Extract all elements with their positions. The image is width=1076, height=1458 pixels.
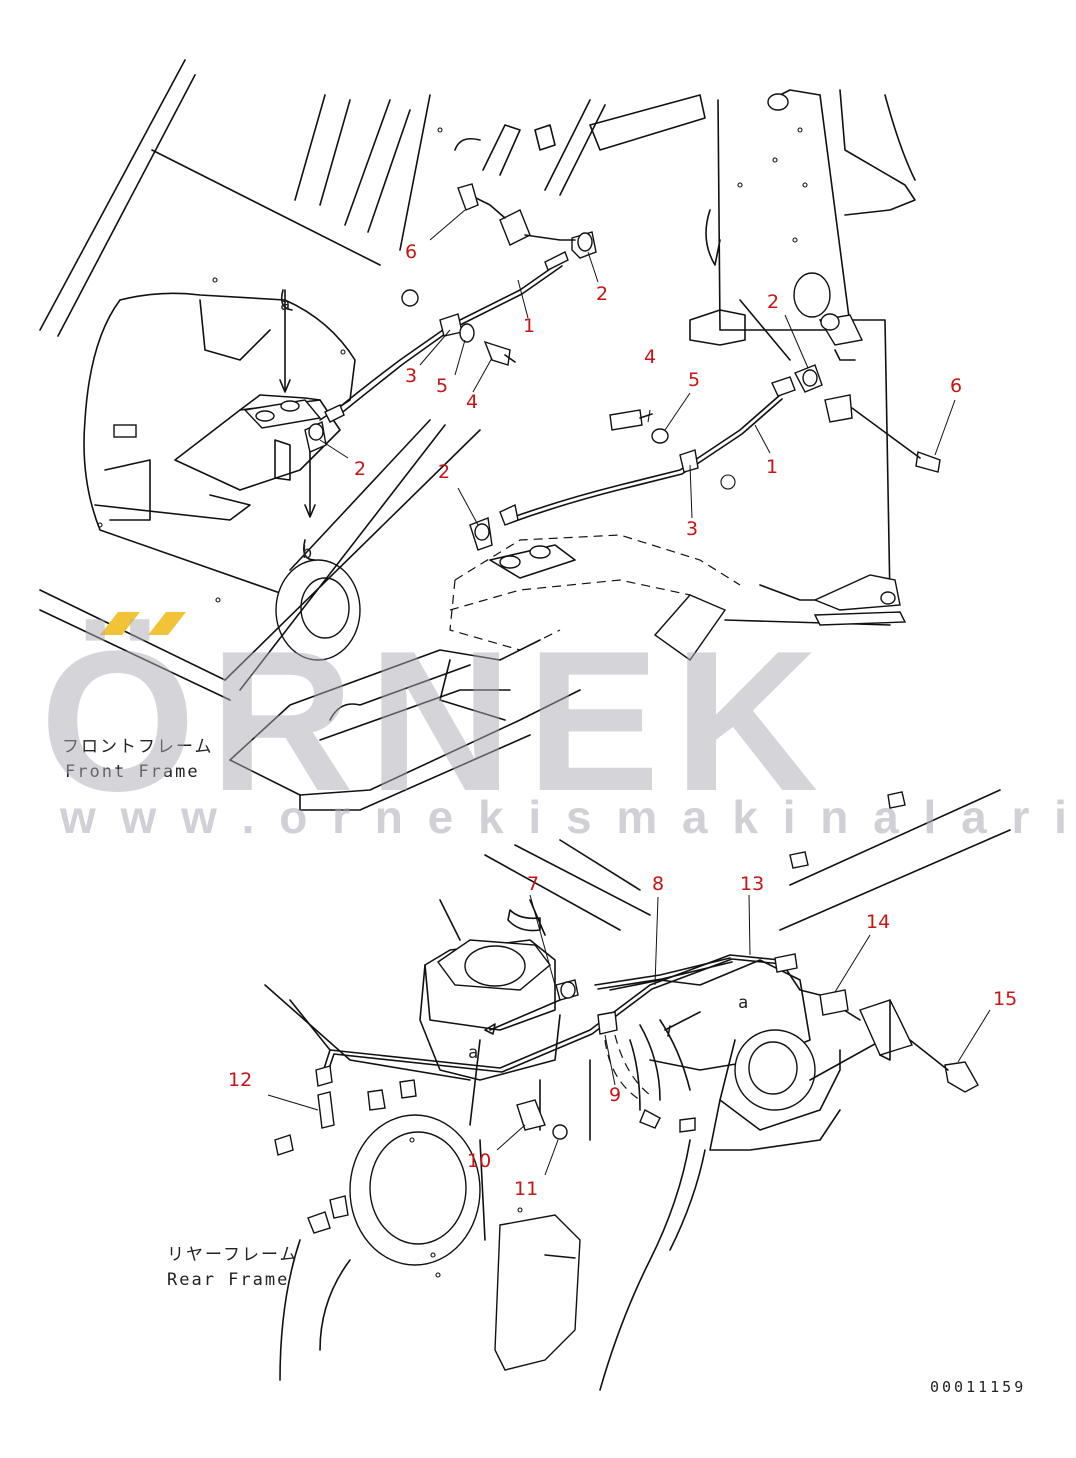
front-hose-right [469,364,941,551]
rear-frame-label-en: Rear Frame [167,1270,289,1290]
watermark-url: w w w . o r n e k i s m a k i n a l a r … [59,791,1076,843]
callout-2: 2 [354,458,366,480]
callout-3: 3 [686,518,698,540]
front-frame-label-en: Front Frame [65,762,200,782]
front-frame-drawing [39,59,916,811]
callout-13: 13 [740,873,764,895]
callout-8: 8 [652,873,664,895]
front-leaders [319,209,956,526]
callout-3: 3 [405,365,417,387]
front-ref-marks: a b [280,295,314,563]
callout-12: 12 [228,1069,252,1091]
rear-callouts: 7 8 13 14 15 12 9 10 11 [228,873,1017,1200]
callout-4: 4 [466,391,478,413]
callout-1: 1 [766,456,778,478]
callout-6: 6 [950,375,962,397]
callout-7: 7 [527,873,539,895]
watermark-brand: ÖRNEK [40,610,832,833]
callout-2: 2 [596,283,608,305]
rear-frame-label-jp: リヤーフレーム [167,1245,298,1265]
rear-hose [315,953,979,1140]
ref-mark-a: a [738,993,750,1013]
callout-11: 11 [514,1178,538,1200]
rear-leaders [267,894,991,1176]
ref-mark-a: a [468,1043,480,1063]
ref-mark-b: b [302,543,314,563]
callout-4: 4 [644,346,656,368]
callout-1: 1 [523,315,535,337]
callout-6: 6 [405,241,417,263]
callout-14: 14 [866,911,890,933]
callout-2: 2 [767,291,779,313]
callout-10: 10 [467,1150,491,1172]
callout-5: 5 [436,375,448,397]
front-hose-left [304,183,597,453]
front-callouts: 6 2 1 3 5 4 2 2 4 5 2 1 6 3 [354,241,962,540]
watermark-accent-mark [100,612,186,635]
rear-frame-drawing: a a [264,789,1011,1391]
ref-mark-a: a [280,295,292,315]
callout-2: 2 [438,461,450,483]
callout-15: 15 [993,988,1017,1010]
callout-9: 9 [609,1084,621,1106]
watermark: ÖRNEK w w w . o r n e k i s m a k i n a … [40,610,1076,843]
callout-5: 5 [688,369,700,391]
document-number: 00011159 [930,1378,1026,1396]
front-frame-label-jp: フロントフレーム [62,737,214,757]
